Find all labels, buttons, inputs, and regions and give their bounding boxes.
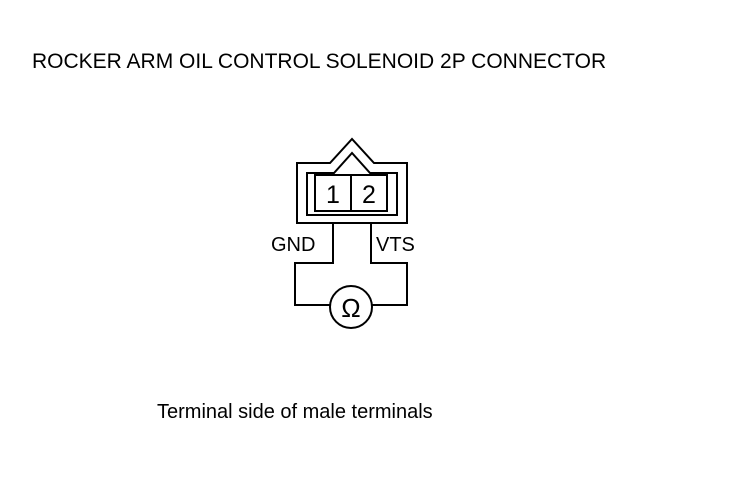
vts-label: VTS [376, 234, 415, 256]
connector-housing-inner [306, 151, 398, 216]
ohmmeter-icon [329, 285, 373, 329]
wire-vts [370, 223, 408, 306]
ohm-symbol: Ω [341, 293, 360, 323]
diagram-caption: Terminal side of male terminals [157, 401, 433, 423]
terminal-1-label: 1 [326, 181, 340, 209]
diagram-title: ROCKER ARM OIL CONTROL SOLENOID 2P CONNE… [32, 50, 607, 73]
terminal-2-label: 2 [362, 181, 376, 209]
connector-housing-outer [296, 137, 408, 224]
wire-gnd [294, 223, 334, 306]
terminal-cell-2 [350, 174, 388, 212]
gnd-label: GND [271, 234, 315, 256]
